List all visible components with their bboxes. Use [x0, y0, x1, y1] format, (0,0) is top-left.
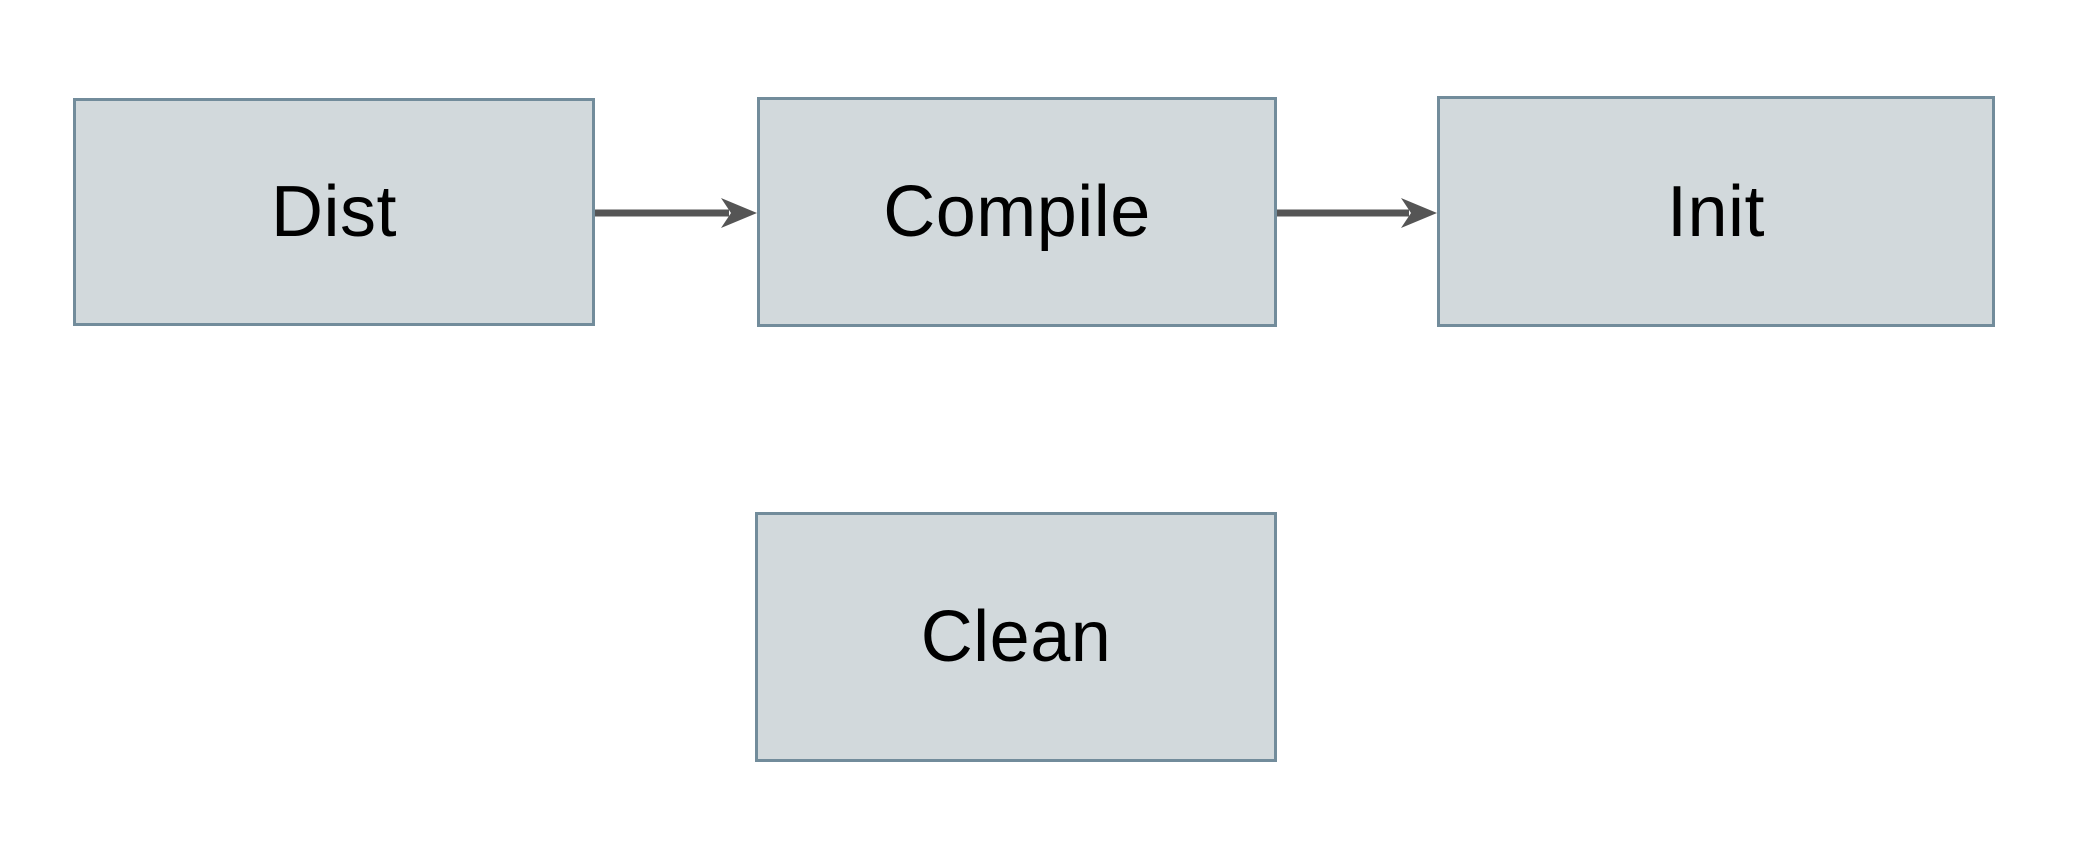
node-compile-label: Compile: [883, 172, 1151, 252]
edge-dist-to-compile[interactable]: [595, 198, 757, 228]
edge-compile-to-init[interactable]: [1277, 198, 1437, 228]
node-init-label: Init: [1666, 171, 1766, 252]
arrow-compile-to-init-icon: [1277, 198, 1437, 228]
node-clean-label: Clean: [920, 597, 1112, 677]
arrow-dist-to-compile-icon: [595, 198, 757, 228]
node-compile[interactable]: Compile: [757, 97, 1277, 327]
node-clean[interactable]: Clean: [755, 512, 1277, 762]
node-dist-label: Dist: [271, 172, 397, 252]
node-dist[interactable]: Dist: [73, 98, 595, 326]
node-init[interactable]: Init: [1437, 96, 1995, 327]
